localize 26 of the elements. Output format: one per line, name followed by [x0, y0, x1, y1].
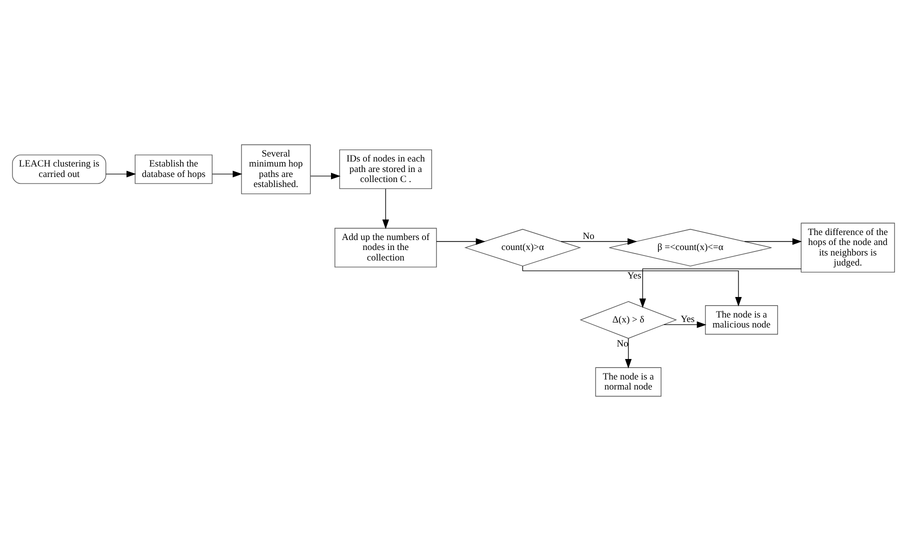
arrow [436, 238, 486, 244]
node-box: Establish the database of hops [134, 154, 213, 184]
node-box: Add up the numbers of nodes in the collection [334, 227, 437, 267]
node-box: Several minimum hop paths are established. [241, 144, 311, 194]
node-diamond: Δ(x) > δ [580, 300, 678, 338]
arrow [382, 188, 390, 229]
edge-label: No [582, 230, 594, 242]
arrow [560, 238, 638, 244]
node-diamond: β =<count(x)<=α [608, 228, 772, 266]
arrow [106, 170, 136, 177]
node-box: The difference of the hops of the node and its neighbors is judged. [800, 222, 895, 272]
node-box: LEACH clustering is carried out [12, 154, 106, 184]
arrow [212, 170, 242, 177]
edge-label: Yes [680, 314, 695, 325]
edge-label: Yes [627, 270, 642, 281]
arrow [310, 172, 341, 179]
arrow [744, 238, 802, 244]
node-diamond: count(x)>α [464, 228, 582, 266]
node-box: The node is a malicious node [705, 304, 778, 334]
arrow [522, 265, 742, 306]
arrow [664, 320, 706, 328]
edge-label: No [616, 338, 628, 349]
arrow [625, 338, 632, 368]
node-box: The node is a normal node [595, 366, 662, 396]
node-box: IDs of nodes in each path are stored in a collection C . [339, 149, 432, 189]
arrow [639, 268, 802, 308]
